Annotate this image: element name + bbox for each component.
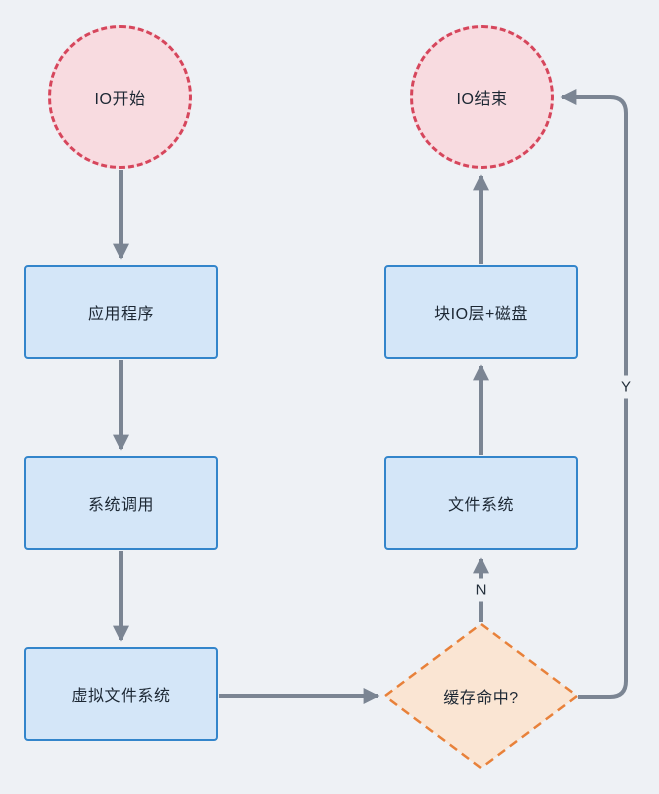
node-system-call-label: 系统调用 [87, 497, 154, 514]
node-application: 应用程序 [24, 265, 218, 359]
node-block-io-disk-label: 块IO层+磁盘 [434, 306, 528, 323]
edge-label-no: N [472, 578, 490, 602]
node-cache-hit-label: 缓存命中? [443, 690, 519, 707]
node-io-end-label: IO结束 [456, 91, 508, 108]
node-file-system: 文件系统 [384, 456, 578, 550]
node-block-io-disk: 块IO层+磁盘 [384, 265, 578, 359]
cache-hit-diamond-shape [383, 622, 579, 770]
node-virtual-file-system-label: 虚拟文件系统 [71, 688, 171, 705]
arrow-cachehit-to-end-yes [560, 89, 628, 699]
node-file-system-label: 文件系统 [447, 497, 514, 514]
node-virtual-file-system: 虚拟文件系统 [24, 647, 218, 741]
node-io-end: IO结束 [410, 25, 554, 169]
node-application-label: 应用程序 [87, 306, 154, 323]
node-system-call: 系统调用 [24, 456, 218, 550]
node-io-start: IO开始 [48, 25, 192, 169]
node-io-start-label: IO开始 [94, 91, 146, 108]
edge-label-yes: Y [617, 375, 635, 399]
